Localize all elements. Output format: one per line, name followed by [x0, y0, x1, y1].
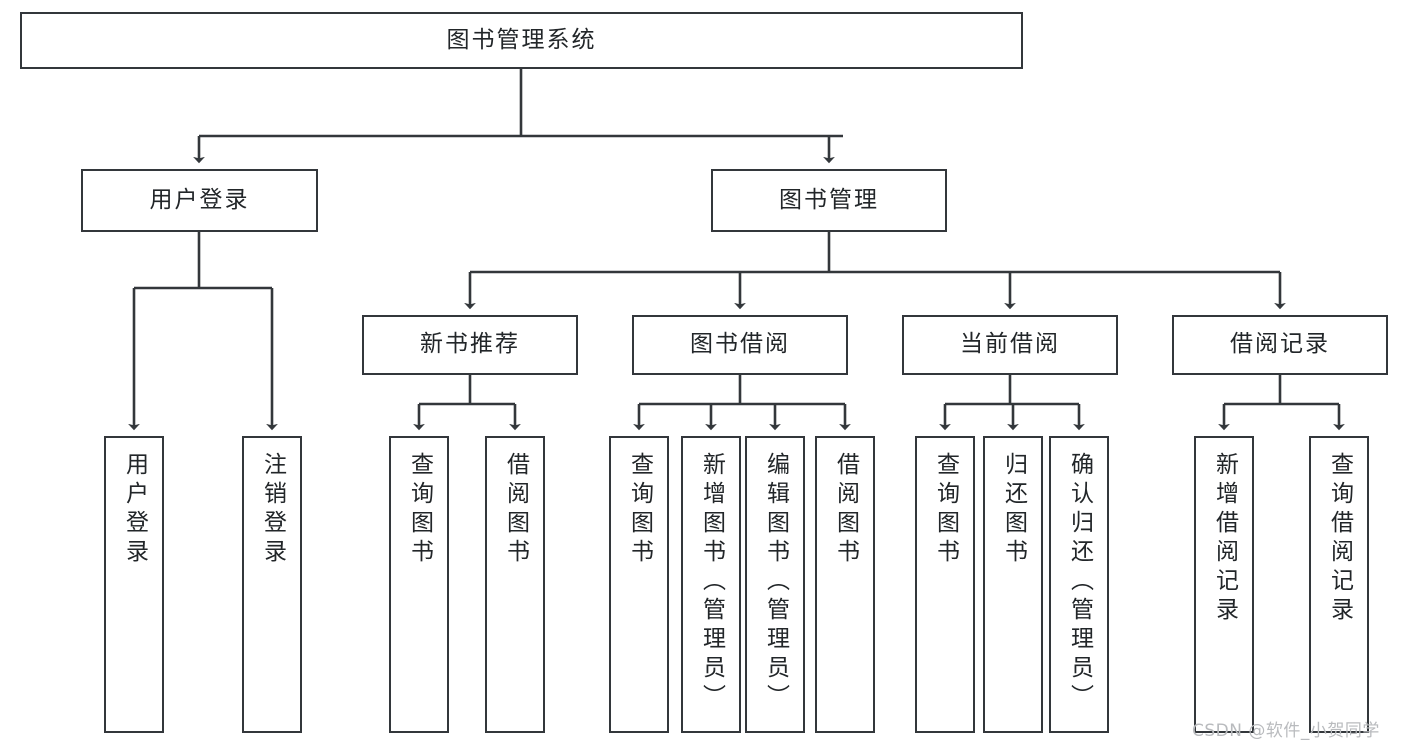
node-book-borrow[interactable]: 图书借阅 — [632, 315, 848, 375]
node-root-system-label: 图书管理系统 — [446, 26, 597, 53]
leaf-confirm-return-admin[interactable]: 确认归还（管理员） — [1049, 436, 1109, 733]
leaf-query-book-borrow[interactable]: 查询图书 — [609, 436, 669, 733]
leaf-query-book-current[interactable]: 查询图书 — [915, 436, 975, 733]
node-borrow-records[interactable]: 借阅记录 — [1172, 315, 1388, 375]
leaf-add-book-admin[interactable]: 新增图书（管理员） — [681, 436, 741, 733]
edge-current-to-leaves — [939, 375, 1085, 431]
edge-newbook-to-leaves — [413, 375, 521, 431]
node-user-login[interactable]: 用户登录 — [81, 169, 318, 232]
leaf-query-book-recommend[interactable]: 查询图书 — [389, 436, 449, 733]
leaf-borrow-book[interactable]: 借阅图书 — [815, 436, 875, 733]
node-current-borrow[interactable]: 当前借阅 — [902, 315, 1118, 375]
node-book-management-label: 图书管理 — [779, 186, 879, 213]
leaf-add-borrow-record[interactable]: 新增借阅记录 — [1194, 436, 1254, 733]
leaf-add-book-admin-label: 新增图书（管理员） — [698, 452, 725, 713]
leaf-borrow-book-label: 借阅图书 — [832, 452, 859, 568]
leaf-confirm-return-admin-label: 确认归还（管理员） — [1066, 452, 1093, 713]
leaf-return-book[interactable]: 归还图书 — [983, 436, 1043, 733]
edge-root-to-level2 — [193, 69, 843, 164]
leaf-user-login-label: 用户登录 — [121, 452, 148, 568]
leaf-query-book-borrow-label: 查询图书 — [626, 452, 653, 568]
leaf-borrow-book-recommend-label: 借阅图书 — [502, 452, 529, 568]
leaf-query-book-current-label: 查询图书 — [932, 452, 959, 568]
leaf-query-book-recommend-label: 查询图书 — [406, 452, 433, 568]
node-book-borrow-label: 图书借阅 — [690, 331, 790, 358]
leaf-query-borrow-record[interactable]: 查询借阅记录 — [1309, 436, 1369, 733]
node-new-book-recommend[interactable]: 新书推荐 — [362, 315, 578, 375]
edge-borrow-to-leaves — [633, 375, 851, 431]
leaf-user-login[interactable]: 用户登录 — [104, 436, 164, 733]
leaf-logout[interactable]: 注销登录 — [242, 436, 302, 733]
edge-bookmgmt-to-level3 — [464, 232, 1286, 310]
leaf-add-borrow-record-label: 新增借阅记录 — [1211, 452, 1238, 626]
node-new-book-recommend-label: 新书推荐 — [420, 331, 520, 358]
edge-userlogin-to-leaves — [128, 232, 278, 431]
leaf-logout-label: 注销登录 — [259, 452, 286, 568]
node-current-borrow-label: 当前借阅 — [960, 331, 1060, 358]
leaf-edit-book-admin-label: 编辑图书（管理员） — [762, 452, 789, 713]
leaf-return-book-label: 归还图书 — [1000, 452, 1027, 568]
leaf-query-borrow-record-label: 查询借阅记录 — [1326, 452, 1353, 626]
leaf-borrow-book-recommend[interactable]: 借阅图书 — [485, 436, 545, 733]
edge-records-to-leaves — [1218, 375, 1345, 431]
node-root-system[interactable]: 图书管理系统 — [20, 12, 1023, 69]
node-user-login-label: 用户登录 — [149, 186, 250, 213]
node-book-management[interactable]: 图书管理 — [711, 169, 947, 232]
leaf-edit-book-admin[interactable]: 编辑图书（管理员） — [745, 436, 805, 733]
node-borrow-records-label: 借阅记录 — [1230, 331, 1330, 358]
csdn-watermark: CSDN @软件_小贺同学 — [1192, 721, 1380, 741]
